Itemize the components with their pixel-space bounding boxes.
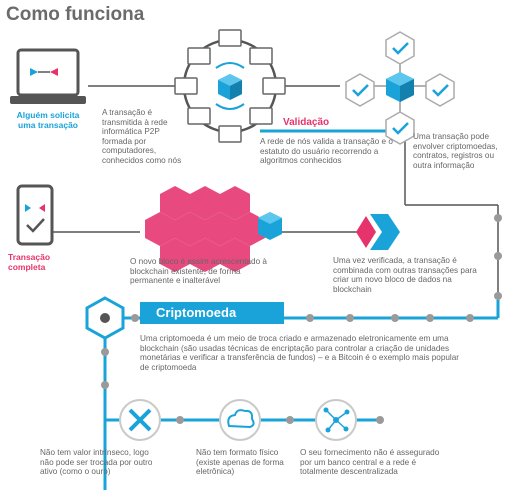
combine-arrow-icon bbox=[356, 214, 400, 250]
network-nodes-icon bbox=[174, 29, 286, 143]
phone-icon bbox=[16, 184, 54, 246]
crypto-description: Uma criptomoeda é um meio de troca criad… bbox=[140, 334, 460, 372]
feature-no-value-text: Não tem valor intrínseco, logo não pode … bbox=[40, 448, 153, 477]
complete-label: Transação completa bbox=[8, 252, 51, 272]
blockchain-blocks-icon bbox=[145, 186, 282, 272]
feature-no-physical-text: Não tem formato físico (existe apenas de… bbox=[196, 448, 284, 477]
crypto-banner: Criptomoeda bbox=[140, 302, 284, 324]
combine-description: Uma vez verificada, a transação é combin… bbox=[333, 256, 477, 294]
validation-nodes-icon bbox=[345, 31, 455, 145]
transaction-types-description: Uma transação pode envolver criptomoedas… bbox=[413, 132, 498, 170]
network-graph-icon bbox=[315, 399, 357, 441]
block-description: O novo bloco é assim acrescentado à bloc… bbox=[130, 257, 267, 286]
validation-label: Validação bbox=[283, 117, 330, 128]
no-value-icon bbox=[119, 399, 161, 441]
laptop-icon bbox=[10, 48, 86, 104]
validation-description: A rede de nós valida a transação e o est… bbox=[260, 137, 393, 166]
feature-decentralized-text: O seu fornecimento não é assegurado por … bbox=[300, 448, 440, 477]
page-title: Como funciona bbox=[6, 4, 145, 25]
transmit-description: A transação é transmitida à rede informá… bbox=[102, 108, 182, 165]
request-label: Alguém solicita uma transação bbox=[16, 110, 80, 130]
cloud-icon bbox=[219, 399, 261, 441]
